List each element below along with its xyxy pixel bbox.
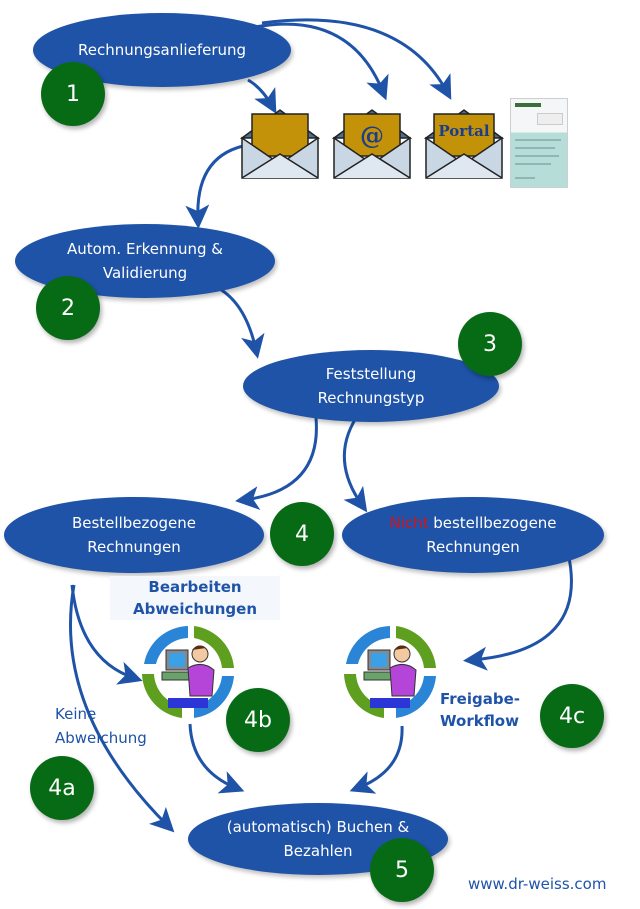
email-at-symbol: @	[360, 121, 384, 150]
step-badge-4c: 4c	[540, 684, 604, 748]
node-label-line1: Nicht bestellbezogene	[389, 514, 557, 532]
node-nicht-bestellbezogene-rechnungen: Nicht bestellbezogene Rechnungen	[342, 497, 604, 573]
step-badge-4b: 4b	[226, 688, 290, 752]
node-label-line1: Feststellung	[325, 365, 417, 383]
arrow-1-to-letter	[247, 78, 277, 114]
node-label-line2: Rechnungen	[426, 538, 520, 556]
arrow-4left-to-4b	[70, 584, 143, 685]
step-badge-2: 2	[36, 276, 100, 340]
envelope-email-icon: @	[331, 109, 413, 179]
badge-number: 4a	[48, 775, 76, 801]
node-bestellbezogene-rechnungen: Bestellbezogene Rechnungen	[4, 497, 264, 573]
badge-number: 3	[483, 331, 497, 357]
step-badge-5: 5	[370, 838, 434, 902]
arrow-4b-to-5	[188, 723, 245, 794]
label-line1: Keine	[55, 705, 97, 723]
node-feststellung-rechnungstyp: Feststellung Rechnungstyp	[243, 350, 499, 422]
arrow-1-to-email	[254, 22, 389, 101]
arrow-letter-to-2	[185, 144, 244, 229]
arrow-4right-to-4c	[463, 552, 573, 671]
node-label-line2: Bezahlen	[283, 842, 353, 860]
envelope-portal-icon: Portal	[423, 109, 505, 179]
badge-number: 5	[395, 857, 409, 883]
website-link[interactable]: www.dr-weiss.com	[468, 875, 607, 893]
badge-number: 4b	[244, 707, 272, 733]
node-label-line1: Bestellbezogene	[71, 514, 197, 532]
step-badge-1: 1	[41, 62, 105, 126]
node-label: Rechnungsanlieferung	[77, 41, 247, 59]
badge-number: 1	[66, 81, 80, 107]
badge-number: 4c	[558, 703, 586, 729]
envelope-letter-icon	[239, 109, 321, 179]
label-line2: Abweichungen	[132, 600, 258, 618]
badge-number: 4	[295, 521, 309, 547]
arrow-2-to-3	[213, 284, 265, 359]
label-line1: Freigabe-	[440, 690, 520, 708]
node-label-line1: Autom. Erkennung &	[66, 240, 223, 258]
arrow-4c-to-5	[349, 725, 404, 794]
step-badge-4a: 4a	[30, 756, 94, 820]
step-badge-4: 4	[270, 502, 334, 566]
highlight-nicht: Nicht	[389, 514, 429, 532]
worker-cycle-icon-4c	[344, 626, 436, 718]
step-badge-3: 3	[458, 312, 522, 376]
label-line1: Bearbeiten	[148, 578, 242, 596]
scanned-invoice-icon	[510, 98, 568, 188]
label-bearbeiten-abweichungen: Bearbeiten Abweichungen	[110, 576, 280, 620]
label-line2: Workflow	[440, 712, 519, 730]
arrow-3-to-4right	[342, 417, 368, 513]
label-freigabe-workflow: Freigabe- Workflow	[440, 688, 534, 732]
badge-number: 2	[61, 295, 75, 321]
node-label-line2: Rechnungstyp	[317, 389, 425, 407]
worker-cycle-icon-4b	[142, 626, 234, 718]
arrow-1-to-portal	[261, 18, 452, 100]
node-label-line2: Rechnungen	[87, 538, 181, 556]
arrow-3-to-4left	[235, 417, 318, 510]
arrow-4left-to-5	[69, 584, 175, 833]
node-label-line2: Validierung	[102, 264, 188, 282]
portal-label: Portal	[438, 122, 489, 140]
label-line2: Abweichung	[55, 729, 147, 747]
node-label-line1: (automatisch) Buchen &	[226, 818, 410, 836]
label-keine-abweichung: Keine Abweichung	[55, 702, 147, 750]
